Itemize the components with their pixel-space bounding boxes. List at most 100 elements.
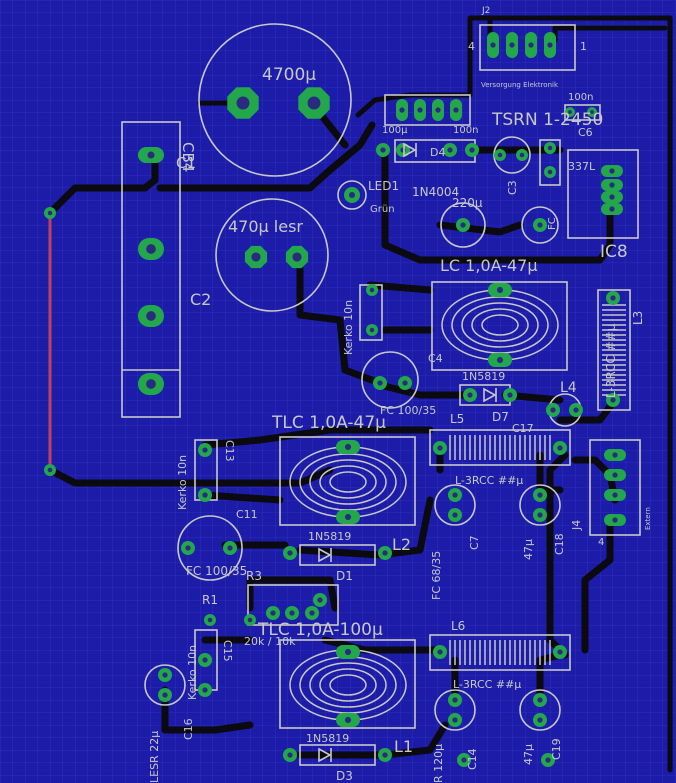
pad-drill — [348, 191, 356, 199]
pad-drill — [382, 550, 388, 556]
pad-drill — [452, 492, 458, 498]
label-100u: 100µ — [382, 125, 408, 136]
pad-drill — [399, 107, 405, 113]
pad-drill — [573, 407, 579, 413]
pad-drill — [344, 513, 352, 521]
label-d4: D4 — [430, 146, 445, 159]
pad-drill — [507, 392, 513, 398]
pad-drill — [236, 96, 250, 110]
label-fc1: FC 100/35 — [380, 404, 436, 417]
label-fc68: FC 68/35 — [430, 551, 443, 600]
label-tlc-mid: TLC 1,0A-47µ — [271, 413, 386, 433]
pad-drill — [417, 107, 423, 113]
label-j2: J2 — [481, 6, 490, 16]
pad-drill — [344, 443, 352, 451]
label-c16: C16 — [182, 718, 195, 740]
label-tlc-bot: TLC 1,0A-100µ — [257, 620, 383, 640]
pad-drill — [612, 472, 618, 478]
pad-drill — [292, 252, 302, 262]
pad-drill — [453, 107, 459, 113]
pad-drill — [287, 550, 293, 556]
diode-triangle — [483, 387, 497, 403]
label-j4-pin4: 4 — [598, 537, 604, 548]
pad-drill — [287, 752, 293, 758]
pad-drill — [509, 42, 515, 48]
label-cap-470: 470µ lesr — [228, 217, 303, 236]
pad-drill — [382, 752, 388, 758]
pad-drill — [568, 110, 572, 114]
label-cb4: CB4 — [179, 142, 197, 172]
label-47u-b: 47µ — [522, 744, 535, 765]
label-r120: R 120µ — [432, 744, 445, 783]
pad-drill — [207, 617, 213, 623]
l5-outline — [429, 429, 571, 466]
label-l-top: LC 1,0A-47µ — [440, 256, 538, 275]
pad-drill — [545, 757, 551, 763]
pad-drill — [202, 687, 208, 693]
pad-drill — [547, 145, 553, 151]
label-1n5819-c: 1N5819 — [306, 732, 349, 745]
pad-drill — [162, 692, 168, 698]
pad-drill — [461, 757, 467, 763]
pad-drill — [537, 512, 543, 518]
pad-drill — [202, 447, 208, 453]
l-bot-outline — [279, 639, 416, 729]
label-l2: L2 — [392, 535, 411, 554]
label-c4: C4 — [428, 352, 443, 365]
label-j2-pin1: 1 — [580, 40, 587, 53]
l3-outline — [597, 289, 631, 411]
pad-drill — [146, 244, 156, 254]
pad-drill — [452, 512, 458, 518]
pad-drill — [609, 194, 615, 200]
pad-drill — [557, 445, 563, 451]
pad-drill — [609, 168, 615, 174]
label-c18: C18 — [553, 533, 566, 555]
pad-drill — [162, 672, 168, 678]
pad-drill — [251, 252, 261, 262]
diode-symbol — [318, 547, 332, 563]
label-d7: D7 — [492, 410, 509, 424]
pad-drill — [537, 717, 543, 723]
pad-drill — [612, 492, 618, 498]
pad-drill — [557, 649, 563, 655]
l-mid-outline — [279, 436, 416, 526]
label-l1: L1 — [394, 737, 413, 756]
r3-outline — [247, 584, 339, 626]
label-cap-4700: 4700µ — [262, 65, 316, 85]
pad-drill — [47, 210, 53, 216]
pad-drill — [490, 42, 496, 48]
pad-drill — [452, 717, 458, 723]
label-l3: L3 — [631, 311, 645, 325]
pad-drill — [496, 356, 504, 364]
pad-drill — [537, 222, 543, 228]
label-kerko1: Kerko 10n — [342, 300, 355, 355]
j4-outline — [589, 439, 641, 536]
label-l4: L4 — [560, 380, 577, 396]
pad-drill — [590, 110, 594, 114]
pad-drill — [497, 152, 503, 158]
pads — [44, 32, 626, 767]
pad-drill — [47, 467, 53, 473]
pad-drill — [202, 657, 208, 663]
pad-drill — [437, 445, 443, 451]
label-l6: L6 — [451, 619, 465, 633]
label-rcc-mid: L-3RCC ##µ — [455, 474, 523, 487]
pad-drill — [307, 96, 321, 110]
pad-drill — [528, 42, 534, 48]
pad-drill — [452, 697, 458, 703]
label-c17: C17 — [512, 422, 534, 435]
pad-drill — [537, 492, 543, 498]
pad-drill — [344, 716, 352, 724]
pad-drill — [369, 327, 375, 333]
label-r1: R1 — [202, 593, 218, 607]
pad-drill — [146, 311, 156, 321]
pad-drill — [609, 206, 615, 212]
pad-drill — [610, 397, 616, 403]
label-220u: 220µ — [452, 196, 483, 210]
label-fc2: FC 100/35 — [186, 564, 247, 578]
pad-drill — [550, 407, 556, 413]
label-c7: C7 — [468, 535, 481, 550]
label-rcc-bot: L-3RCC ##µ — [453, 678, 521, 691]
pad-drill — [369, 287, 375, 293]
pad-drill — [609, 182, 615, 188]
